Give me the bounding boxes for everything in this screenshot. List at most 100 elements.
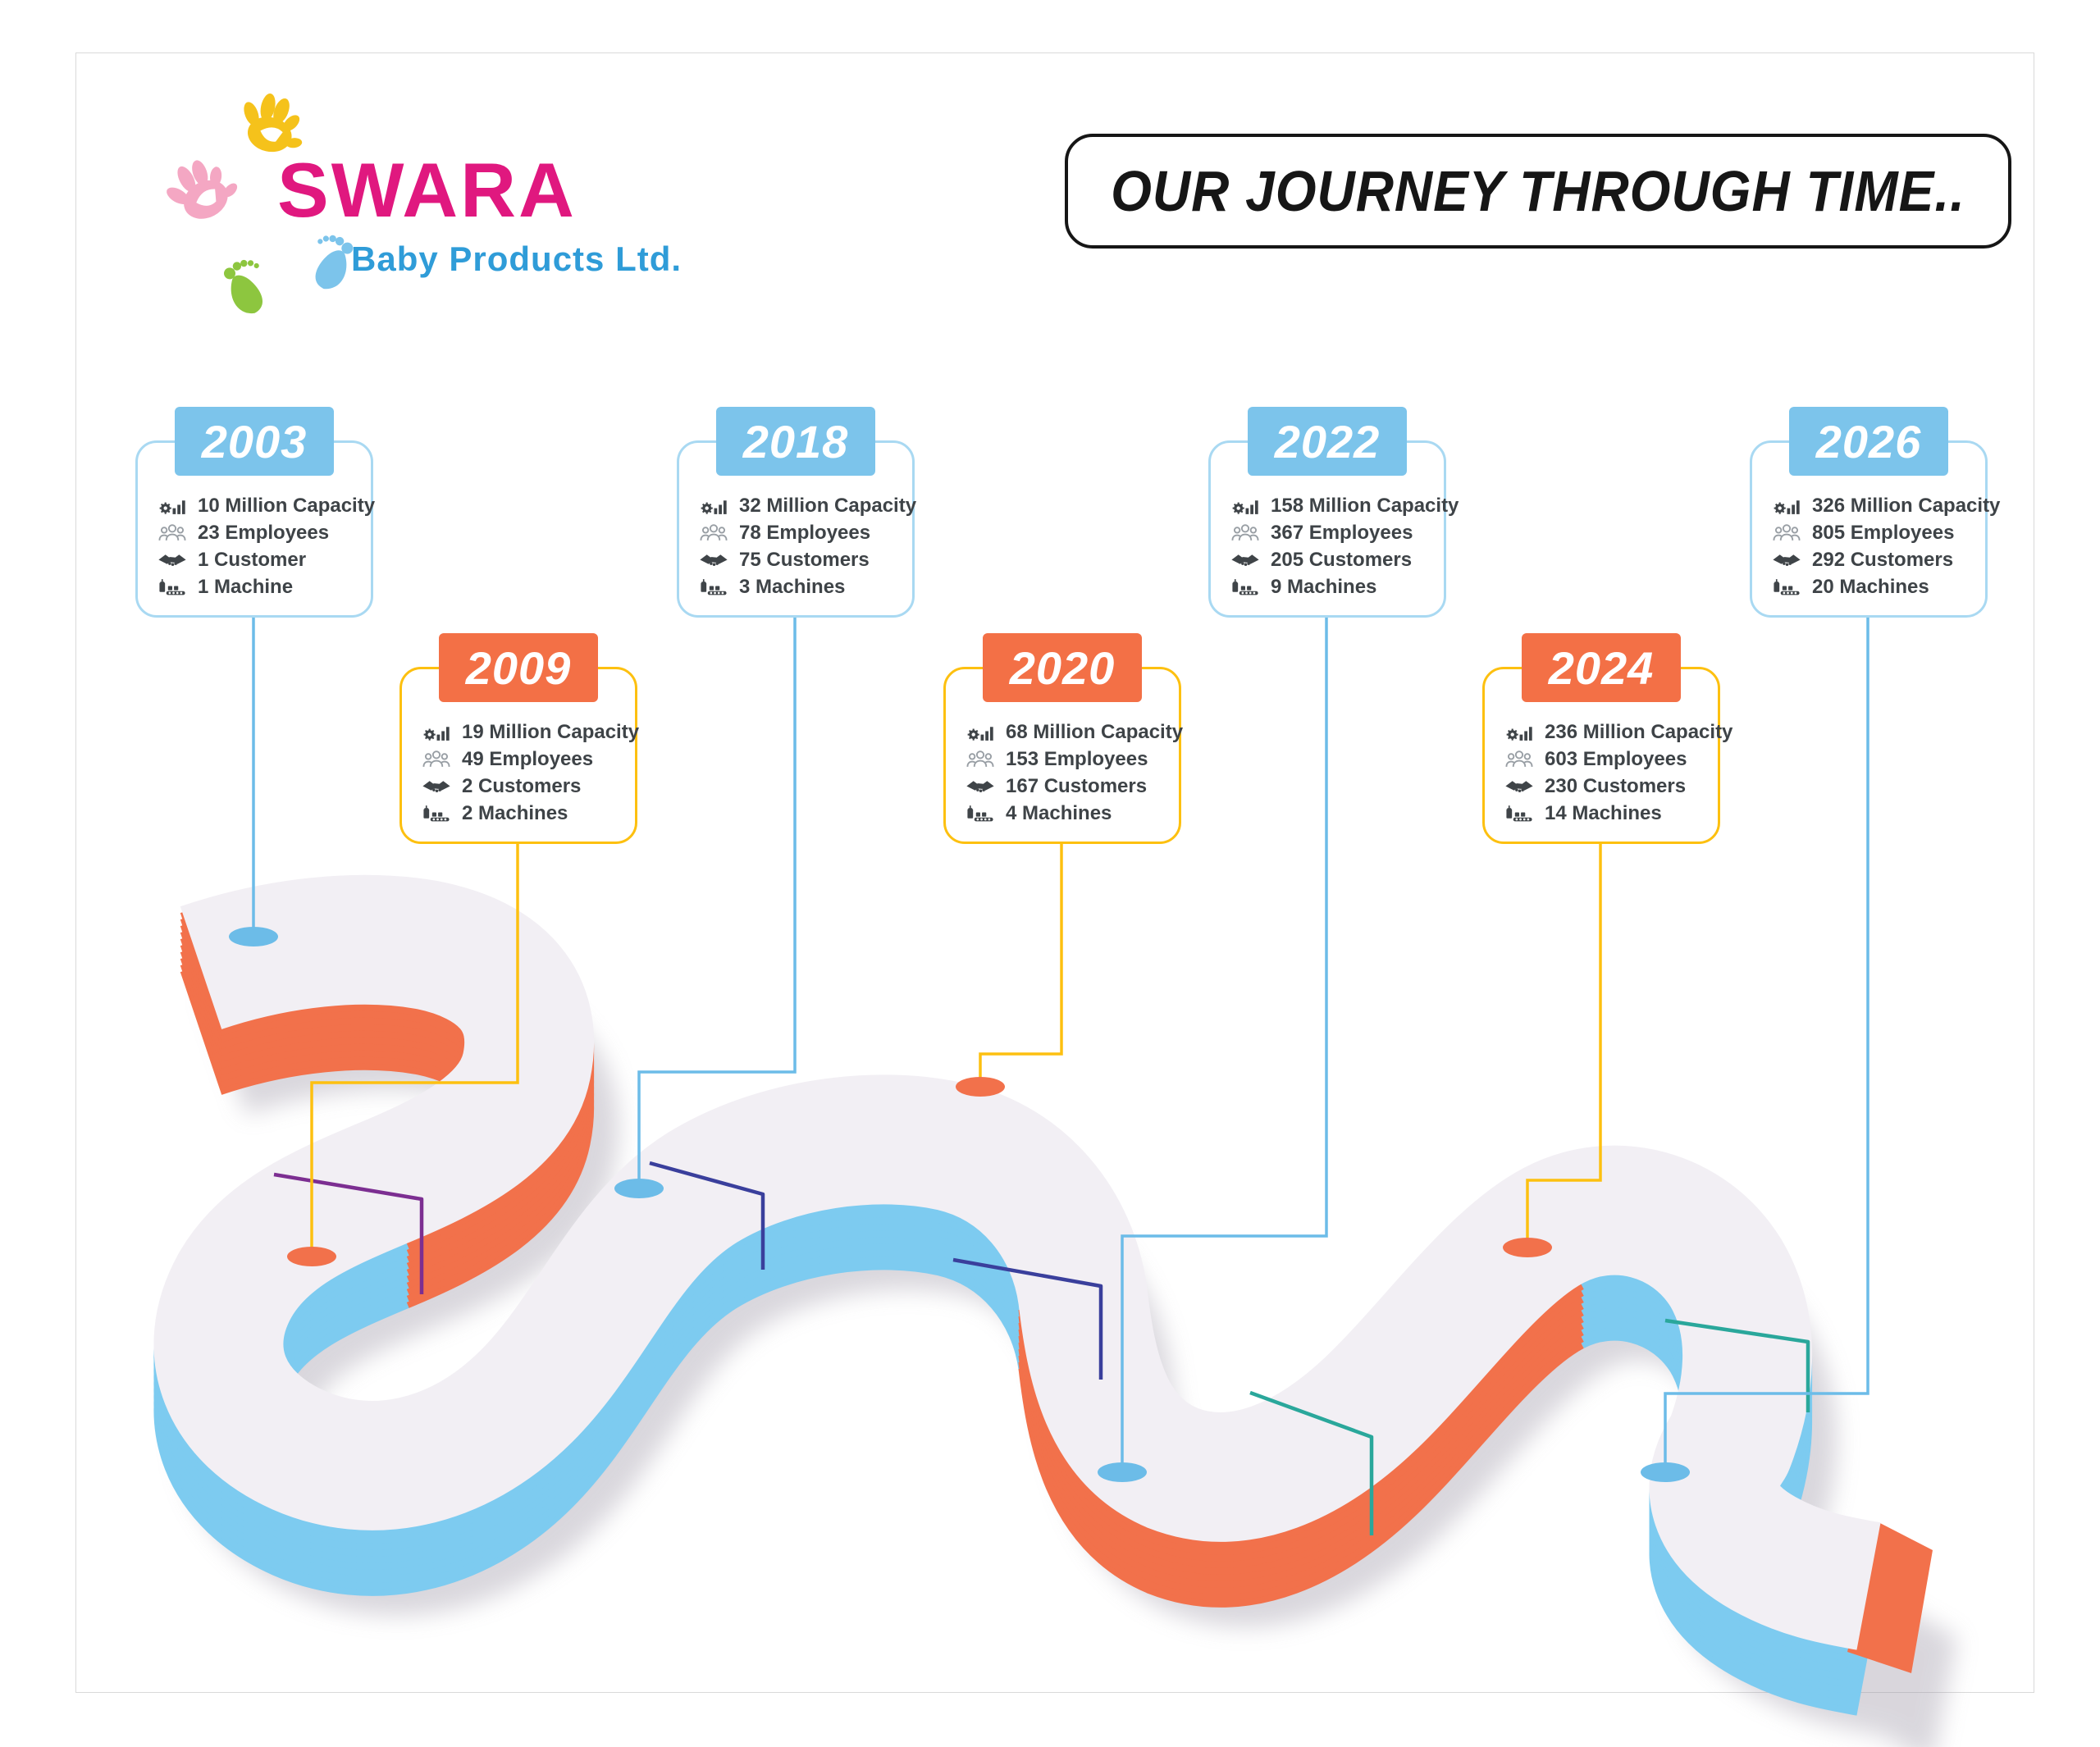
road-dot-2009 (287, 1247, 336, 1266)
stat-label: 10 Million Capacity (198, 494, 376, 517)
employees-icon (422, 748, 451, 770)
stat-label: 3 Machines (739, 575, 846, 598)
stat-row: 49 Employees (422, 746, 627, 773)
stat-label: 1 Machine (198, 575, 294, 598)
machines-icon (699, 576, 728, 598)
connector-2020 (979, 843, 1063, 1079)
year-tab: 2003 (175, 407, 334, 476)
stat-row: 153 Employees (966, 746, 1171, 773)
milestone-card-2009: 2009 19 Million Capacity 49 Employees 2 … (399, 633, 639, 844)
year-label: 2003 (201, 415, 308, 468)
road-dot-2020 (956, 1077, 1005, 1097)
stat-label: 14 Machines (1545, 801, 1662, 824)
stat-label: 158 Million Capacity (1271, 494, 1459, 517)
machines-icon (1504, 802, 1534, 824)
customers-icon (422, 775, 451, 797)
employees-icon (1504, 748, 1534, 770)
stat-label: 78 Employees (739, 521, 871, 544)
stat-label: 20 Machines (1812, 575, 1929, 598)
customers-icon (966, 775, 995, 797)
stat-label: 32 Million Capacity (739, 494, 917, 517)
year-label: 2020 (1009, 641, 1116, 694)
stat-row: 2 Customers (422, 773, 627, 800)
year-tab: 2024 (1522, 633, 1681, 702)
stat-row: 9 Machines (1230, 573, 1436, 600)
year-label: 2009 (465, 641, 572, 694)
year-tab: 2022 (1248, 407, 1407, 476)
stat-row: 68 Million Capacity (966, 718, 1183, 746)
employees-icon (1230, 522, 1260, 544)
stat-row: 14 Machines (1504, 800, 1710, 827)
machines-icon (422, 802, 451, 824)
title-banner: OUR JOURNEY THROUGH TIME.. (1065, 134, 2011, 249)
stat-label: 230 Customers (1545, 774, 1687, 797)
road-dot-2022 (1098, 1462, 1147, 1482)
stat-row: 19 Million Capacity (422, 718, 639, 746)
stat-row: 158 Million Capacity (1230, 492, 1459, 519)
customers-icon (1772, 549, 1801, 571)
stat-row: 78 Employees (699, 519, 904, 546)
stat-row: 23 Employees (158, 519, 363, 546)
stat-row: 2 Machines (422, 800, 627, 827)
stat-row: 603 Employees (1504, 746, 1710, 773)
footprint-green-icon (224, 259, 262, 313)
page-title: OUR JOURNEY THROUGH TIME.. (1111, 159, 1965, 223)
machines-icon (1772, 576, 1801, 598)
customers-icon (1230, 549, 1260, 571)
stat-label: 9 Machines (1271, 575, 1377, 598)
stat-label: 367 Employees (1271, 521, 1413, 544)
capacity-icon (1230, 495, 1260, 517)
capacity-icon (1772, 495, 1801, 517)
stat-label: 167 Customers (1006, 774, 1148, 797)
road-divider-purple (273, 1172, 424, 1294)
milestone-card-2022: 2022 158 Million Capacity 367 Employees … (1208, 407, 1459, 618)
stat-row: 326 Million Capacity (1772, 492, 2000, 519)
page-border (75, 52, 2034, 1693)
milestone-card-2026: 2026 326 Million Capacity 805 Employees … (1750, 407, 2000, 618)
connector-2018 (637, 615, 797, 1181)
stat-row: 205 Customers (1230, 546, 1436, 573)
year-label: 2022 (1274, 415, 1381, 468)
handprint-yellow-icon (244, 93, 303, 153)
road-dot-2018 (614, 1179, 664, 1198)
stat-label: 68 Million Capacity (1006, 720, 1184, 743)
milestone-card-2020: 2020 68 Million Capacity 153 Employees 1… (943, 633, 1183, 844)
road-dot-2024 (1503, 1238, 1552, 1257)
employees-icon (966, 748, 995, 770)
stat-label: 4 Machines (1006, 801, 1112, 824)
milestone-card-2018: 2018 32 Million Capacity 78 Employees 75… (677, 407, 917, 618)
stat-row: 805 Employees (1772, 519, 1977, 546)
capacity-icon (966, 721, 995, 743)
stat-label: 2 Customers (462, 774, 582, 797)
year-tab: 2026 (1789, 407, 1948, 476)
stat-row: 3 Machines (699, 573, 904, 600)
brand-name: SWARA (277, 147, 577, 233)
stat-label: 23 Employees (198, 521, 330, 544)
connector-2026 (1664, 615, 1869, 1465)
machines-icon (966, 802, 995, 824)
capacity-icon (699, 495, 728, 517)
road-top-surface (153, 874, 1881, 1650)
road-dot-2003 (229, 927, 278, 946)
stat-row: 1 Customer (158, 546, 363, 573)
stat-label: 292 Customers (1812, 548, 1954, 571)
year-tab: 2018 (716, 407, 875, 476)
stat-row: 230 Customers (1504, 773, 1710, 800)
stat-label: 2 Machines (462, 801, 568, 824)
milestone-card-2003: 2003 10 Million Capacity 23 Employees 1 … (135, 407, 376, 618)
road-divider-indigo-1 (649, 1161, 765, 1270)
capacity-icon (422, 721, 451, 743)
stat-label: 19 Million Capacity (462, 720, 640, 743)
road-dot-2026 (1641, 1462, 1690, 1482)
footprint-blue-icon (315, 235, 354, 290)
capacity-icon (158, 495, 187, 517)
stat-row: 236 Million Capacity (1504, 718, 1732, 746)
customers-icon (699, 549, 728, 571)
stat-row: 1 Machine (158, 573, 363, 600)
road-divider-teal-2 (1664, 1318, 1810, 1412)
machines-icon (1230, 576, 1260, 598)
road-end-cap (1847, 1522, 1933, 1673)
year-tab: 2009 (439, 633, 598, 702)
